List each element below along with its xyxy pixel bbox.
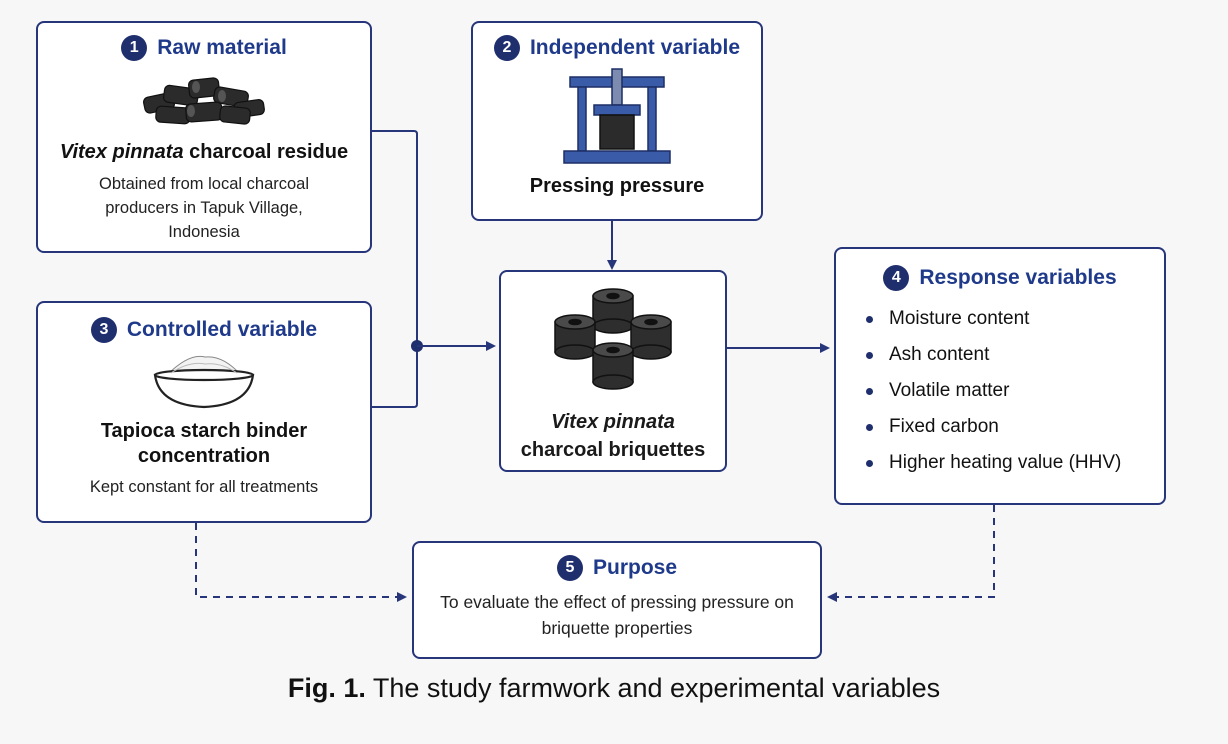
- bullet-icon: [866, 315, 873, 323]
- tapioca-binder-title: Tapioca starch binder concentration: [100, 420, 308, 467]
- independent-variable-header: 2 Independent variable: [473, 35, 761, 61]
- briquettes-title-italic: Vitex pinnata: [551, 411, 675, 433]
- list-item: Volatile matter: [866, 373, 1164, 409]
- list-item: Ash content: [866, 337, 1164, 373]
- figure-caption: Fig. 1. The study farmwork and experimen…: [0, 673, 1228, 704]
- list-item: Fixed carbon: [866, 409, 1164, 445]
- purpose-box: 5 Purpose To evaluate the effect of pres…: [412, 541, 822, 659]
- connector-controlled: [372, 346, 418, 408]
- list-item: Higher heating value (HHV): [866, 445, 1164, 481]
- raw-material-heading: Raw material: [157, 36, 287, 59]
- dashed-responses-to-purpose: [827, 505, 995, 602]
- bullet-icon: [866, 351, 873, 359]
- bullet-icon: [866, 459, 873, 467]
- purpose-desc: To evaluate the effect of pressing press…: [440, 592, 794, 638]
- briquettes-title: Vitex pinnata charcoal briquettes: [501, 408, 725, 464]
- figure-label: Fig. 1.: [287, 673, 366, 703]
- step-badge-5: 5: [556, 555, 583, 581]
- step-badge-4: 4: [883, 265, 910, 291]
- connector-raw-material: [372, 130, 418, 346]
- pressing-pressure-title: Pressing pressure: [529, 175, 705, 197]
- bullet-icon: [866, 387, 873, 395]
- starch-bowl-icon: [38, 349, 370, 411]
- raw-material-title: Vitex pinnata charcoal residue: [38, 141, 370, 164]
- raw-material-desc: Obtained from local charcoal producers i…: [98, 175, 310, 241]
- raw-material-title-italic: Vitex pinnata: [59, 141, 184, 163]
- controlled-variable-heading: Controlled variable: [126, 318, 318, 341]
- independent-variable-heading: Independent variable: [529, 36, 741, 59]
- response-variables-box: 4 Response variables Moisture content As…: [834, 247, 1166, 505]
- controlled-variable-header: 3 Controlled variable: [38, 317, 370, 343]
- tapioca-binder-desc: Kept constant for all treatments: [89, 478, 319, 496]
- bullet-icon: [866, 423, 873, 431]
- list-item: Moisture content: [866, 301, 1164, 337]
- briquettes-title-rest: charcoal briquettes: [520, 439, 706, 461]
- purpose-heading: Purpose: [592, 556, 678, 579]
- step-badge-3: 3: [90, 317, 117, 343]
- briquettes-icon: [501, 288, 725, 398]
- response-variables-list: Moisture content Ash content Volatile ma…: [866, 301, 1164, 481]
- charcoal-pieces-icon: [38, 65, 370, 133]
- figure-caption-text: The study farmwork and experimental vari…: [365, 673, 941, 703]
- dashed-controlled-to-purpose: [195, 523, 407, 602]
- purpose-header: 5 Purpose: [414, 555, 820, 581]
- raw-material-box: 1 Raw material Vitex pinnata charcoal re…: [36, 21, 372, 253]
- raw-material-header: 1 Raw material: [38, 35, 370, 61]
- controlled-variable-box: 3 Controlled variable Tapioca starch bin…: [36, 301, 372, 523]
- briquettes-box: Vitex pinnata charcoal briquettes: [499, 270, 727, 472]
- response-variables-header: 4 Response variables: [836, 265, 1164, 291]
- step-badge-1: 1: [121, 35, 148, 61]
- raw-material-title-rest: charcoal residue: [183, 141, 349, 163]
- hydraulic-press-icon: [473, 67, 761, 167]
- response-variables-heading: Response variables: [919, 266, 1117, 289]
- independent-variable-box: 2 Independent variable Pressing pressure: [471, 21, 763, 221]
- step-badge-2: 2: [493, 35, 520, 61]
